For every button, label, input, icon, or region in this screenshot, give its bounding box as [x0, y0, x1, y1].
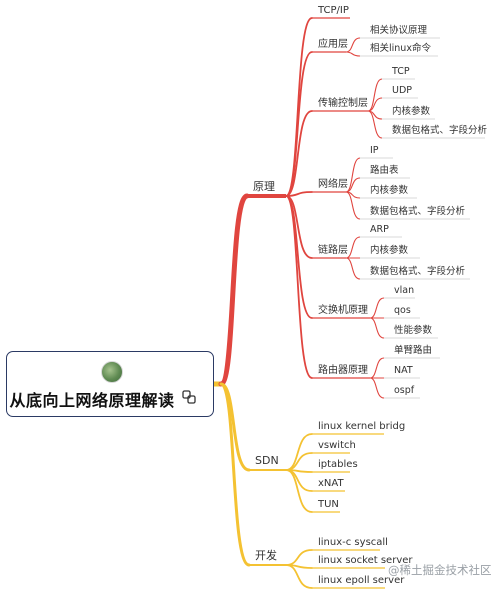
branch-edge — [218, 193, 250, 387]
subtopic-edge — [285, 191, 313, 197]
subtopic-edge — [285, 195, 313, 259]
leaf-label[interactable]: 内核参数 — [370, 184, 409, 196]
leaf-edge — [345, 37, 361, 53]
subtopic-label[interactable]: iptables — [318, 459, 358, 470]
subtopic-edge — [285, 433, 313, 471]
subtopic-edge — [285, 469, 313, 513]
subtopic-label[interactable]: linux socket server — [318, 555, 413, 566]
leaf-label[interactable]: ARP — [370, 224, 389, 235]
leaf-label[interactable]: TCP — [391, 66, 410, 77]
subtopic-edge — [285, 452, 313, 471]
leaf-edge — [367, 78, 383, 112]
leaf-label[interactable]: ospf — [394, 385, 415, 396]
subtopic-label[interactable]: 应用层 — [318, 37, 348, 50]
avatar — [101, 361, 123, 383]
subtopic-label[interactable]: TUN — [317, 499, 339, 510]
subtopic-edge — [285, 549, 313, 566]
subtopic-label[interactable]: vswitch — [318, 440, 356, 451]
leaf-label[interactable]: 单臂路由 — [394, 344, 432, 356]
leaf-edge — [367, 97, 383, 112]
leaf-edge — [369, 377, 385, 399]
leaf-label[interactable]: qos — [394, 305, 411, 316]
root-title: 从底向上网络原理解读 — [9, 391, 175, 410]
leaf-label[interactable]: 内核参数 — [370, 244, 409, 256]
leaf-edge — [345, 257, 361, 280]
subtopic-label[interactable]: xNAT — [318, 478, 344, 489]
mindmap-edges — [214, 17, 485, 589]
subtopic-label[interactable]: TCP/IP — [317, 5, 349, 16]
leaf-label[interactable]: 相关linux命令 — [370, 42, 431, 54]
leaf-label[interactable]: 数据包格式、字段分析 — [392, 124, 488, 136]
subtopic-label[interactable]: 链路层 — [318, 243, 348, 256]
subtopic-edge — [285, 564, 313, 589]
leaf-edge — [345, 236, 361, 259]
leaf-edge — [369, 317, 385, 339]
subtopic-label[interactable]: linux-c syscall — [318, 537, 388, 548]
leaf-label[interactable]: NAT — [394, 365, 413, 376]
subtopic-label[interactable]: 传输控制层 — [318, 96, 368, 109]
branch-label[interactable]: SDN — [255, 454, 279, 467]
subtopic-label[interactable]: linux epoll server — [318, 575, 405, 586]
leaf-label[interactable]: vlan — [394, 285, 414, 296]
branch-label[interactable]: 原理 — [253, 180, 275, 193]
branch-label[interactable]: 开发 — [255, 548, 277, 562]
leaf-label[interactable]: 数据包格式、字段分析 — [370, 205, 466, 217]
leaf-edge — [345, 51, 361, 57]
leaf-label[interactable]: 性能参数 — [394, 324, 433, 336]
leaf-edge — [345, 191, 361, 220]
root-node[interactable]: 从底向上网络原理解读 — [6, 351, 214, 417]
leaf-label[interactable]: 路由表 — [370, 164, 399, 176]
subtopic-label[interactable]: 交换机原理 — [318, 303, 368, 316]
watermark-text: @稀土掘金技术社区 — [388, 563, 492, 577]
leaf-label[interactable]: 内核参数 — [392, 105, 431, 117]
subtopic-edge — [285, 51, 313, 197]
leaf-edge — [369, 357, 385, 379]
subtopic-label[interactable]: 网络层 — [318, 177, 348, 190]
leaf-label[interactable]: UDP — [392, 85, 412, 96]
subtopic-edge — [285, 195, 313, 379]
leaf-edge — [345, 157, 361, 193]
leaf-label[interactable]: IP — [370, 145, 379, 156]
leaf-label[interactable]: 数据包格式、字段分析 — [370, 265, 466, 277]
subtopic-label[interactable]: linux kernel bridg — [318, 421, 405, 432]
branch-edge — [219, 382, 251, 567]
leaf-edge — [367, 110, 383, 139]
subtopic-edge — [285, 469, 313, 492]
leaf-edge — [369, 297, 385, 319]
link-icon[interactable] — [182, 390, 196, 404]
subtopic-label[interactable]: 路由器原理 — [318, 363, 368, 376]
branch-edge — [219, 382, 251, 472]
subtopic-edge — [285, 110, 313, 197]
leaf-label[interactable]: 相关协议原理 — [370, 24, 428, 36]
